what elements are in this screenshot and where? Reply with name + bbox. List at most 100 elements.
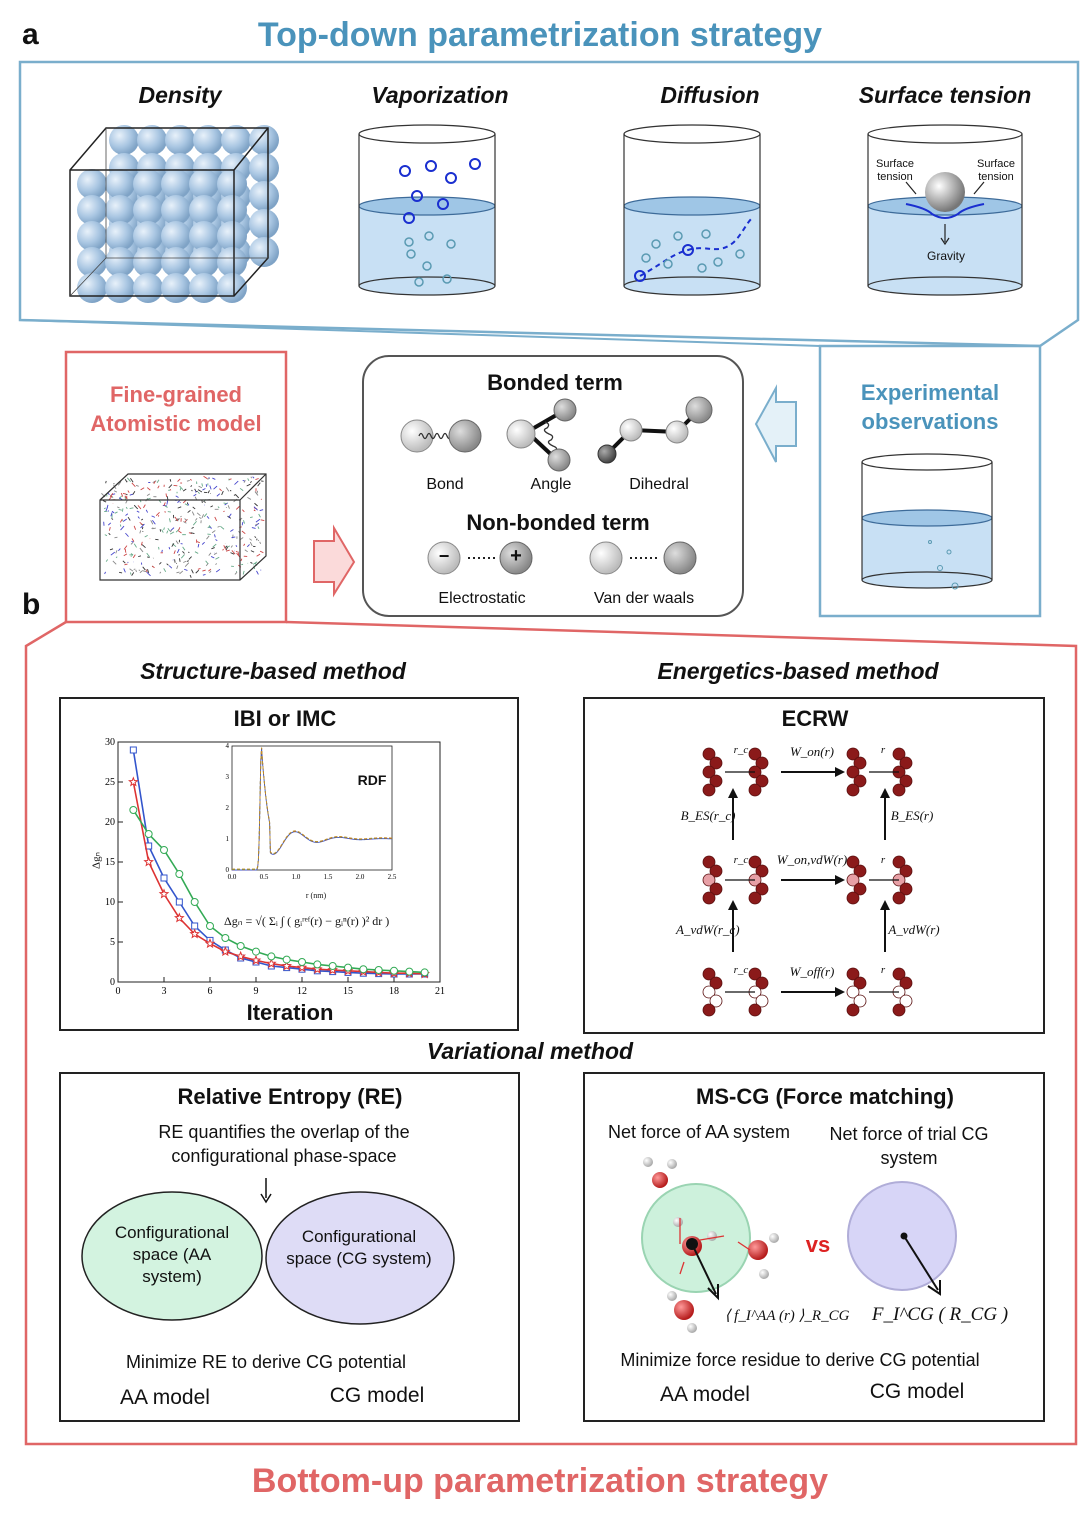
ecrw-arrowhead	[835, 875, 845, 885]
re-box-title: Relative Entropy (RE)	[177, 1084, 403, 1109]
nonbonded-term-illustrations	[427, 541, 697, 575]
ibi-ytick-label: 25	[105, 777, 115, 788]
ecrw-box	[583, 697, 1045, 1034]
panel-a-frame	[18, 60, 1080, 348]
ecrw-arrowhead	[835, 987, 845, 997]
diffusion-beaker	[623, 124, 761, 296]
ibi-point	[175, 898, 183, 906]
ibi-point	[160, 874, 168, 882]
rdf-ytick-label: 2	[226, 804, 230, 812]
ibi-point	[206, 922, 214, 930]
bonded-term-illustrations	[400, 396, 713, 472]
ibi-point	[296, 962, 308, 973]
experimental-beaker	[861, 453, 993, 590]
ibi-xlabel: Iteration	[246, 1000, 334, 1025]
ecrw-arrowhead	[880, 900, 890, 910]
rdf-xtick-label: 1.0	[292, 873, 301, 881]
re-minimize-text: Minimize RE to derive CG potential	[125, 1352, 407, 1372]
property-vaporization: Vaporization	[371, 82, 509, 108]
ecrw-molecule	[846, 967, 867, 1017]
mscg-aa-model-label: AA model	[660, 1383, 750, 1406]
fine-grained-title: Fine-grained Atomistic model	[90, 382, 262, 436]
ibi-ylabel: Δgₙ	[90, 852, 103, 869]
ecrw-r-label-2: r	[880, 854, 886, 866]
mscg-illustration	[641, 1157, 957, 1333]
electrostatic-label: Electrostatic	[438, 590, 526, 607]
ibi-ytick-label: 10	[105, 897, 115, 908]
ibi-ytick-label: 0	[110, 977, 115, 988]
ibi-point	[204, 938, 216, 949]
re-aa-space-label: Configurational space (AA system)	[114, 1223, 230, 1286]
property-density: Density	[138, 82, 222, 108]
ibi-point	[313, 960, 322, 969]
mscg-f-aa-formula: ⟨ f_I^AA (r) ⟩_R_CG	[724, 1308, 850, 1324]
ibi-point	[374, 966, 383, 974]
ibi-ytick-label: 20	[105, 817, 115, 828]
ecrw-molecule	[702, 855, 723, 905]
ecrw-r-label-3: r	[880, 964, 886, 976]
ibi-point	[144, 830, 153, 838]
ibi-point	[282, 955, 291, 964]
re-description: RE quantifies the overlap of the configu…	[158, 1122, 410, 1166]
ibi-xtick-label: 3	[162, 986, 167, 997]
rdf-xtick-label: 2.0	[356, 873, 365, 881]
ecrw-molecule	[846, 855, 867, 905]
re-cg-space-label: Configurational space (CG system)	[286, 1227, 432, 1268]
ibi-point	[189, 928, 200, 939]
mscg-net-aa-label: Net force of AA system	[607, 1122, 791, 1142]
ibi-xtick-label: 9	[254, 986, 259, 997]
bonded-term-title: Bonded term	[487, 370, 623, 395]
ibi-point	[158, 888, 170, 899]
mscg-box-title: MS-CG (Force matching)	[696, 1084, 954, 1109]
ecrw-molecule	[846, 747, 867, 797]
ecrw-molecule	[892, 967, 913, 1017]
ecrw-rc-label-1: r_c	[733, 744, 749, 756]
mscg-net-cg-label: Net force of trial CG system	[829, 1124, 989, 1168]
rdf-xtick-label: 0.5	[260, 873, 269, 881]
ibi-point	[281, 960, 292, 971]
ibi-point	[252, 947, 260, 956]
ibi-point	[160, 846, 168, 854]
ibi-inset-xlabel: r (nm)	[305, 891, 327, 900]
ibi-formula: Δgₙ = √( Σᵢ ∫ ( gᵢʳᵉᶠ(r) − gᵢⁿ(r) )² dr …	[224, 914, 390, 928]
ibi-box-title: IBI or IMC	[233, 706, 337, 731]
ibi-ytick-label: 5	[110, 937, 115, 948]
re-aa-model-label: AA model	[120, 1386, 210, 1409]
ibi-xtick-label: 6	[208, 986, 213, 997]
ibi-xtick-label: 18	[389, 986, 399, 997]
ibi-point	[312, 963, 323, 974]
ecrw-a-vdw-rc: A_vdW(r_c)	[676, 922, 740, 937]
vaporization-beaker	[358, 124, 496, 296]
ecrw-rc-label-2: r_c	[733, 854, 749, 866]
ibi-point	[405, 967, 414, 976]
ecrw-w-on: W_on(r)	[789, 744, 835, 759]
ecrw-molecule	[702, 747, 723, 797]
ibi-inset-label: RDF	[357, 772, 387, 788]
ibi-point	[221, 934, 230, 942]
ibi-point	[129, 746, 137, 754]
rdf-inset-frame	[231, 745, 393, 871]
ecrw-diagram	[702, 747, 913, 1017]
ecrw-b-es-r: B_ES(r)	[890, 808, 934, 823]
mscg-vs-label: vs	[805, 1232, 831, 1257]
ibi-point	[266, 958, 277, 969]
ibi-point	[328, 962, 337, 970]
re-box	[59, 1072, 520, 1422]
energetics-based-header: Energetics-based method	[657, 658, 939, 684]
ecrw-rc-label-3: r_c	[733, 964, 749, 976]
ibi-point	[128, 776, 139, 787]
surface-tension-right-label: Surface tension	[977, 158, 1015, 183]
ibi-xtick-label: 15	[343, 986, 353, 997]
ecrw-w-on-vdw: W_on,vdW(r)	[776, 852, 848, 867]
ibi-point	[236, 942, 245, 950]
ecrw-molecule	[702, 967, 723, 1017]
ecrw-arrowhead	[728, 900, 738, 910]
ecrw-box-title: ECRW	[781, 706, 849, 731]
ibi-xtick-label: 0	[116, 986, 121, 997]
ibi-point	[250, 954, 262, 965]
ibi-box	[59, 697, 519, 1031]
panel-b-letter: b	[22, 588, 41, 621]
ibi-point	[267, 952, 276, 961]
ecrw-arrowhead	[835, 767, 845, 777]
